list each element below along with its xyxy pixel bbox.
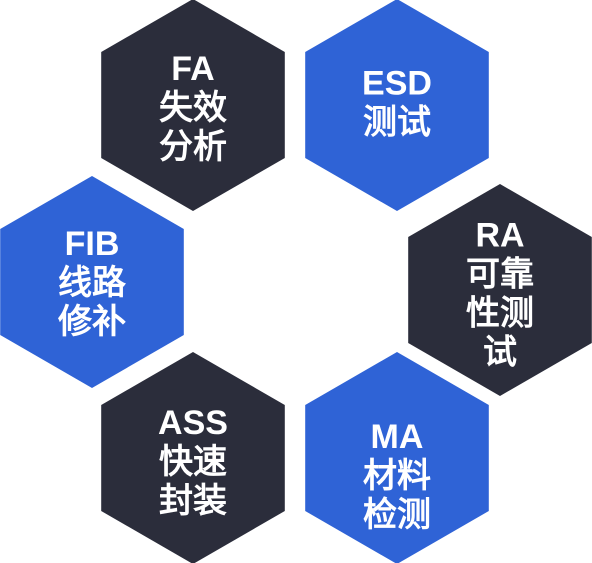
hexagon-label-fa-line-1: FA: [171, 50, 214, 88]
hexagon-shape-ass: [101, 352, 285, 563]
hexagon-label-fib-line-2: 线路: [58, 264, 127, 302]
hexagon-shape-esd: [305, 0, 489, 211]
hexagon-label-ma-line-1: MA: [371, 418, 424, 456]
hexagon-label-ra-line-4: 试: [483, 333, 517, 371]
hexagon-shape-ma: [305, 352, 489, 563]
hexagon-label-ass-line-1: ASS: [158, 404, 228, 442]
hexagon-label-ass-line-2: 快速: [159, 443, 227, 481]
hexagon-label-ra-line-2: 可靠: [466, 255, 534, 293]
hexagon-shape-ra: [408, 184, 592, 396]
hexagon-label-fa-line-2: 失效: [159, 89, 227, 127]
hexagon-label-fa-line-3: 分析: [159, 128, 227, 166]
hexagon-label-esd-line-2: 测试: [363, 103, 431, 141]
hexagon-label-ma-line-2: 材料: [363, 457, 431, 495]
hexagon-label-fib-line-1: FIB: [65, 225, 120, 263]
hexagon-label-ass-line-3: 封装: [159, 482, 227, 520]
hexagon-label-fib-line-3: 修补: [57, 303, 126, 341]
hexagon-label-ra-line-3: 性测: [466, 294, 534, 332]
hexagon-label-ra-line-1: RA: [475, 216, 524, 254]
hexagon-label-ma-line-3: 检测: [363, 495, 431, 534]
hexagon-shape-fa: [101, 0, 285, 211]
hexagon-label-esd-line-1: ESD: [362, 64, 432, 102]
hexagon-shape-fib: [0, 176, 184, 388]
